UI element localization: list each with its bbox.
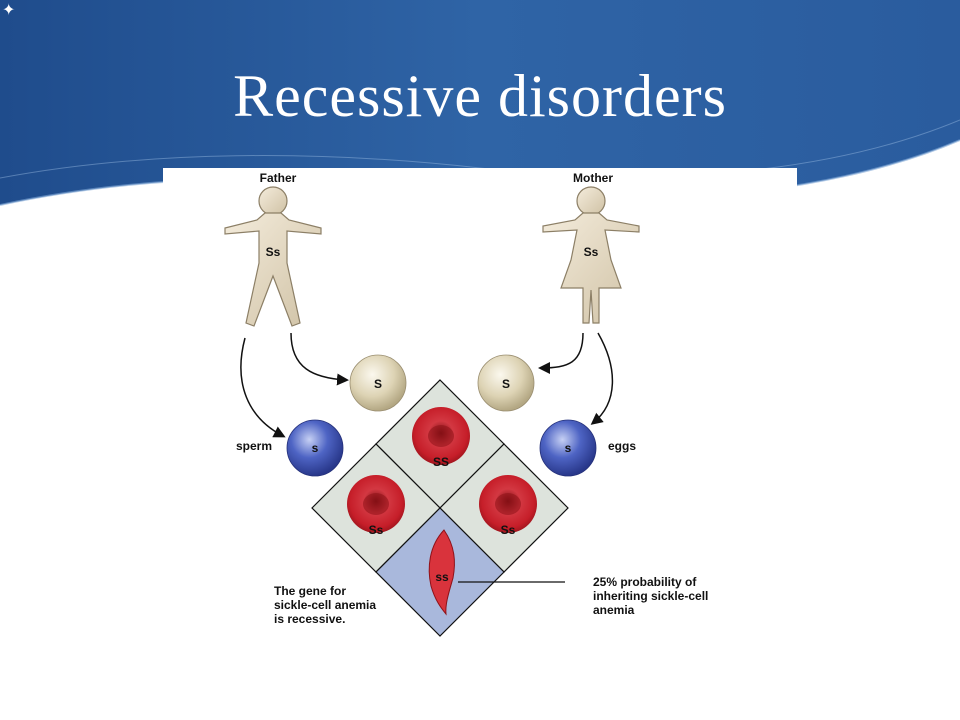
arrow-mother-to-recessive [590, 332, 614, 425]
punnett-diagram: Father Ss Mother Ss S s S s sperm eggs S… [224, 171, 712, 637]
sperm-label: sperm [236, 439, 272, 453]
red-blood-cell-top [412, 407, 470, 465]
red-blood-cell-left [347, 475, 405, 533]
slide-title: Recessive disorders [233, 63, 727, 129]
arrow-mother-to-dominant [538, 332, 584, 374]
offspring-genotype-bottom: ss [435, 570, 449, 584]
probability-note: 25% probability of inheriting sickle-cel… [593, 575, 712, 617]
mother-figure [542, 186, 640, 324]
father-label: Father [260, 171, 297, 185]
punnett-figure: Father Ss Mother Ss S s S s sperm eggs S… [163, 168, 797, 658]
arrow-father-to-dominant [290, 332, 349, 386]
probability-note-line-2: inheriting sickle-cell [593, 589, 708, 603]
mother-genotype: Ss [584, 245, 599, 259]
red-blood-cell-right [479, 475, 537, 533]
probability-note-line-3: anemia [593, 603, 635, 617]
mother-recessive-gamete [539, 419, 597, 477]
offspring-genotype-left: Ss [369, 523, 384, 537]
recessive-gene-note-line-3: is recessive. [274, 612, 345, 626]
probability-note-line-1: 25% probability of [593, 575, 697, 589]
four-point-star-icon: ✦ [2, 0, 16, 19]
offspring-genotype-top: SS [433, 455, 449, 469]
recessive-gene-note-line-1: The gene for [274, 584, 346, 598]
arrow-father-to-recessive [240, 337, 286, 438]
mother-recessive-allele: s [565, 441, 572, 455]
eggs-label: eggs [608, 439, 636, 453]
sickle-cell [428, 529, 455, 616]
father-figure [224, 186, 322, 327]
father-dominant-allele: S [374, 377, 382, 391]
mother-label: Mother [573, 171, 613, 185]
mother-dominant-gamete [477, 354, 535, 412]
mother-dominant-allele: S [502, 377, 510, 391]
recessive-gene-note: The gene for sickle-cell anemia is reces… [274, 584, 379, 626]
father-recessive-allele: s [312, 441, 319, 455]
father-recessive-gamete [286, 419, 344, 477]
recessive-gene-note-line-2: sickle-cell anemia [274, 598, 376, 612]
offspring-genotype-right: Ss [501, 523, 516, 537]
father-dominant-gamete [349, 354, 407, 412]
father-genotype: Ss [266, 245, 281, 259]
